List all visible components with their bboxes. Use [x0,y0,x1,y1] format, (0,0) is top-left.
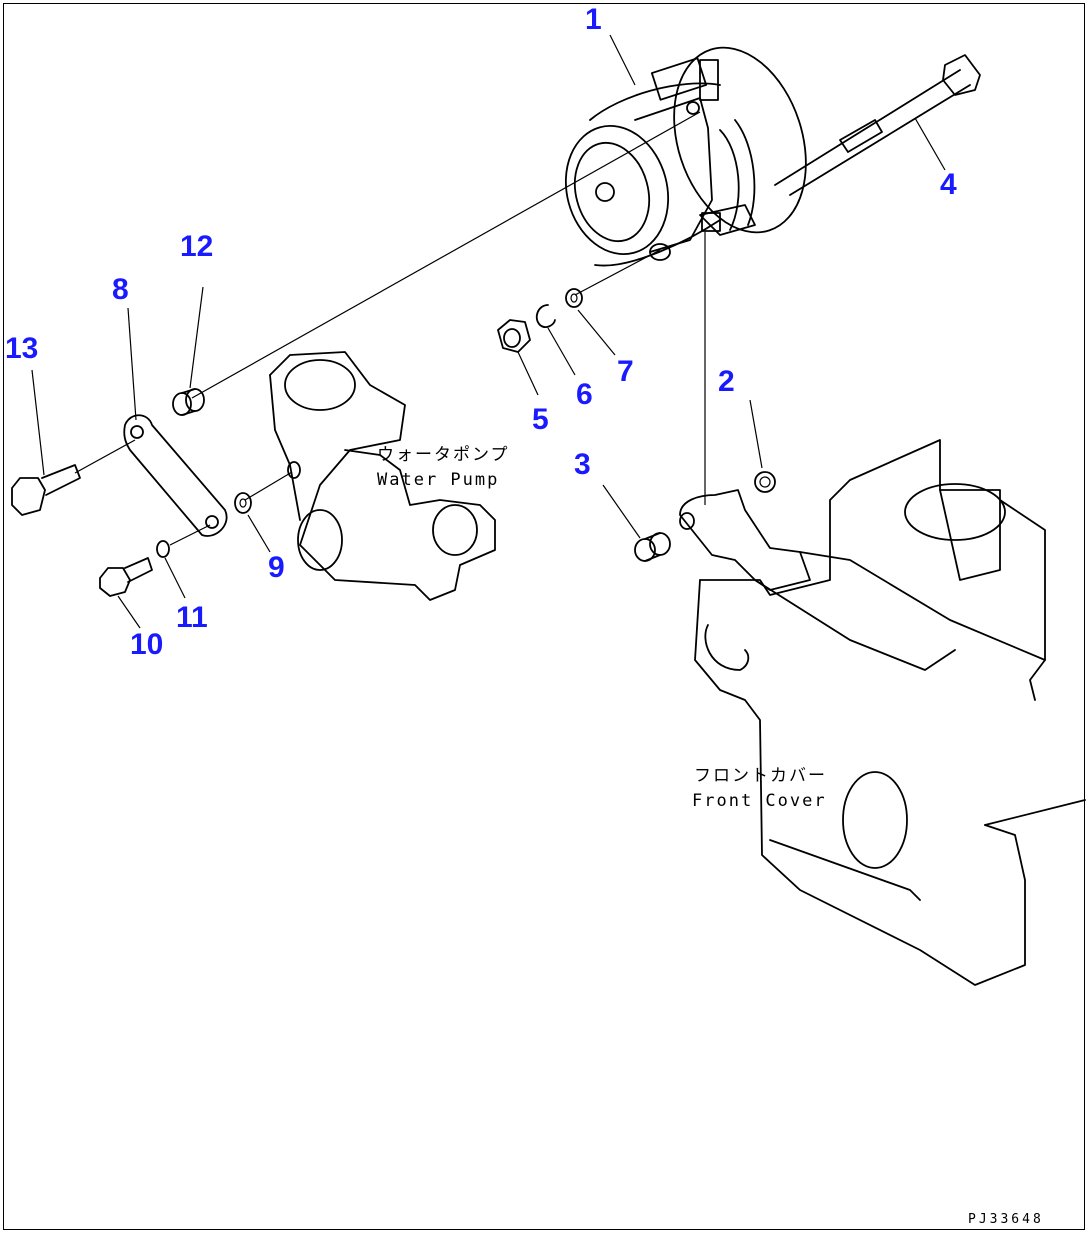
spacer-12-drawing [172,388,205,416]
front-cover-drawing [679,439,1086,986]
reference-line-9 [244,471,293,501]
callout-9: 9 [268,551,285,584]
spacer-3-drawing [634,532,671,562]
link-plate-8-drawing [123,414,228,537]
washer-7-drawing [565,288,583,308]
front-cover-label-jp: フロントカバー [694,766,827,786]
callout-4: 4 [940,168,957,201]
callout-11: 11 [176,601,208,634]
lock-washer-6-drawing [535,304,556,328]
callout-12: 12 [180,230,214,263]
water-pump-label-en: Water Pump [377,470,500,490]
bolt-10-drawing [99,557,153,597]
water-pump-drawing [269,351,496,601]
drawing-frame [3,3,1085,1230]
water-pump-label-jp: ウォータポンプ [377,445,510,465]
callout-1: 1 [585,3,602,36]
reference-line-12 [191,111,701,399]
callout-13: 13 [5,332,39,365]
drawing-code: PJ33648 [968,1212,1044,1227]
front-cover-label-en: Front Cover [692,791,827,811]
callout-7: 7 [617,355,634,388]
callout-5: 5 [532,403,549,436]
callout-6: 6 [576,378,593,411]
washer-2-drawing [754,471,776,493]
callout-leaders [31,34,946,629]
compressor-drawing [564,46,807,267]
reference-line-13 [74,439,136,474]
callout-2: 2 [718,365,735,398]
nut-5-drawing [497,319,531,353]
callout-3: 3 [574,448,591,481]
reference-line-7 [574,249,661,296]
bolt-4-drawing [774,54,981,196]
callout-10: 10 [130,628,164,661]
callout-8: 8 [112,273,129,306]
reference-line-11 [169,524,211,546]
washer-11-drawing [156,540,170,558]
bolt-13-drawing [11,464,81,516]
washer-9-drawing [234,492,252,514]
